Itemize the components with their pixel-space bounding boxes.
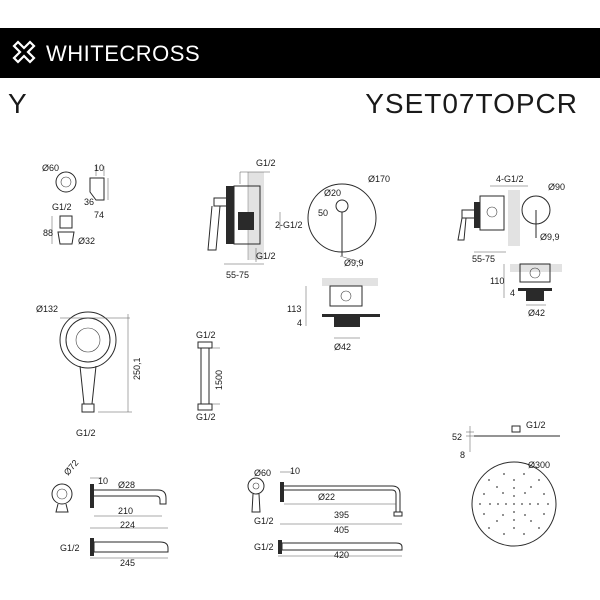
diverter-h110-label: 110 (490, 276, 504, 286)
rainhead-h52-label: 52 (452, 432, 462, 442)
spout-len210-label: 210 (118, 506, 133, 516)
mixer-d42-label: Ø42 (334, 342, 351, 352)
diverter-d90-label: Ø90 (548, 182, 565, 192)
handshower-drawing: Ø132 250,1 G1/2 (36, 304, 142, 438)
hose-length-label: 1500 (214, 370, 224, 390)
diverter-stem-label: Ø9,9 (540, 232, 560, 242)
diverter-threads-label: 4-G1/2 (496, 174, 524, 184)
arm-thread-label: G1/2 (254, 516, 274, 526)
spout-len245-label: 245 (120, 558, 135, 568)
rainhead-nozzles (479, 473, 549, 535)
diverter-drawing: 4-G1/2 55-75 Ø90 Ø9,9 110 4 Ø42 (457, 174, 565, 318)
spout-thread-label: G1/2 (60, 543, 80, 553)
mixer-h50-label: 50 (318, 208, 328, 218)
whitecross-x-logo-icon (12, 40, 36, 64)
holder-thread-label: G1/2 (52, 202, 72, 212)
rainhead-h8-label: 8 (460, 450, 465, 460)
holder-drawing: Ø60 10 36 74 G1/2 88 Ø32 (42, 163, 109, 246)
spout-len224-label: 224 (120, 520, 135, 530)
product-code: YSET07TOPCR (365, 88, 578, 119)
handshower-d132-label: Ø132 (36, 304, 58, 314)
spout-drawing: Ø72 10 Ø28 210 224 G1/2 245 (51, 458, 169, 568)
holder-h88-label: 88 (43, 228, 53, 238)
mixer-d20-label: Ø20 (324, 188, 341, 198)
handshower-thread-label: G1/2 (76, 428, 96, 438)
arm-len395-label: 395 (334, 510, 349, 520)
hose-thread-bottom-label: G1/2 (196, 412, 216, 422)
mixer-h113-label: 113 (287, 304, 301, 314)
arm-len405-label: 405 (334, 525, 349, 535)
mixer-thread-side-label: 2-G1/2 (275, 220, 303, 230)
mixer-thread-bottom-label: G1/2 (256, 251, 276, 261)
holder-w10-label: 10 (94, 163, 104, 173)
rainhead-drawing: G1/2 52 8 Ø300 (452, 420, 560, 547)
mixer-thread-top-label: G1/2 (256, 158, 276, 168)
arm-w10-label: 10 (290, 466, 300, 476)
handshower-length-label: 250,1 (132, 357, 142, 380)
mixer-d170-label: Ø170 (368, 174, 390, 184)
arm-thread-side-label: G1/2 (254, 542, 274, 552)
diverter-h4-label: 4 (510, 288, 515, 298)
arm-d22-label: Ø22 (318, 492, 335, 502)
spout-d28-label: Ø28 (118, 480, 135, 490)
arm-d60-label: Ø60 (254, 468, 271, 478)
mixer-stem-label: Ø9,9 (344, 258, 364, 268)
arm-len420-label: 420 (334, 550, 349, 560)
rainhead-diameter-label: Ø300 (528, 460, 550, 470)
mixer-h4-label: 4 (297, 318, 302, 328)
mixer-depth-label: 55-75 (226, 270, 249, 280)
rainhead-thread-label: G1/2 (526, 420, 546, 430)
brand-name: WHITECROSS (46, 41, 201, 66)
mixer-drawing: G1/2 2-G1/2 G1/2 55-75 Ø170 Ø20 50 Ø9,9 … (207, 158, 390, 352)
hose-thread-top-label: G1/2 (196, 330, 216, 340)
hose-drawing: G1/2 1500 G1/2 (196, 330, 224, 422)
brand-banner (0, 28, 600, 78)
holder-w74-label: 74 (94, 210, 104, 220)
diverter-depth-label: 55-75 (472, 254, 495, 264)
holder-h36-label: 36 (84, 197, 94, 207)
series-letter: Y (8, 88, 27, 119)
holder-d60-label: Ø60 (42, 163, 59, 173)
spout-d72-label: Ø72 (62, 458, 81, 477)
holder-d32-label: Ø32 (78, 236, 95, 246)
spout-w10-label: 10 (98, 476, 108, 486)
diverter-d42-label: Ø42 (528, 308, 545, 318)
arm-drawing: Ø60 G1/2 10 Ø22 395 405 G1/2 420 (247, 466, 403, 560)
